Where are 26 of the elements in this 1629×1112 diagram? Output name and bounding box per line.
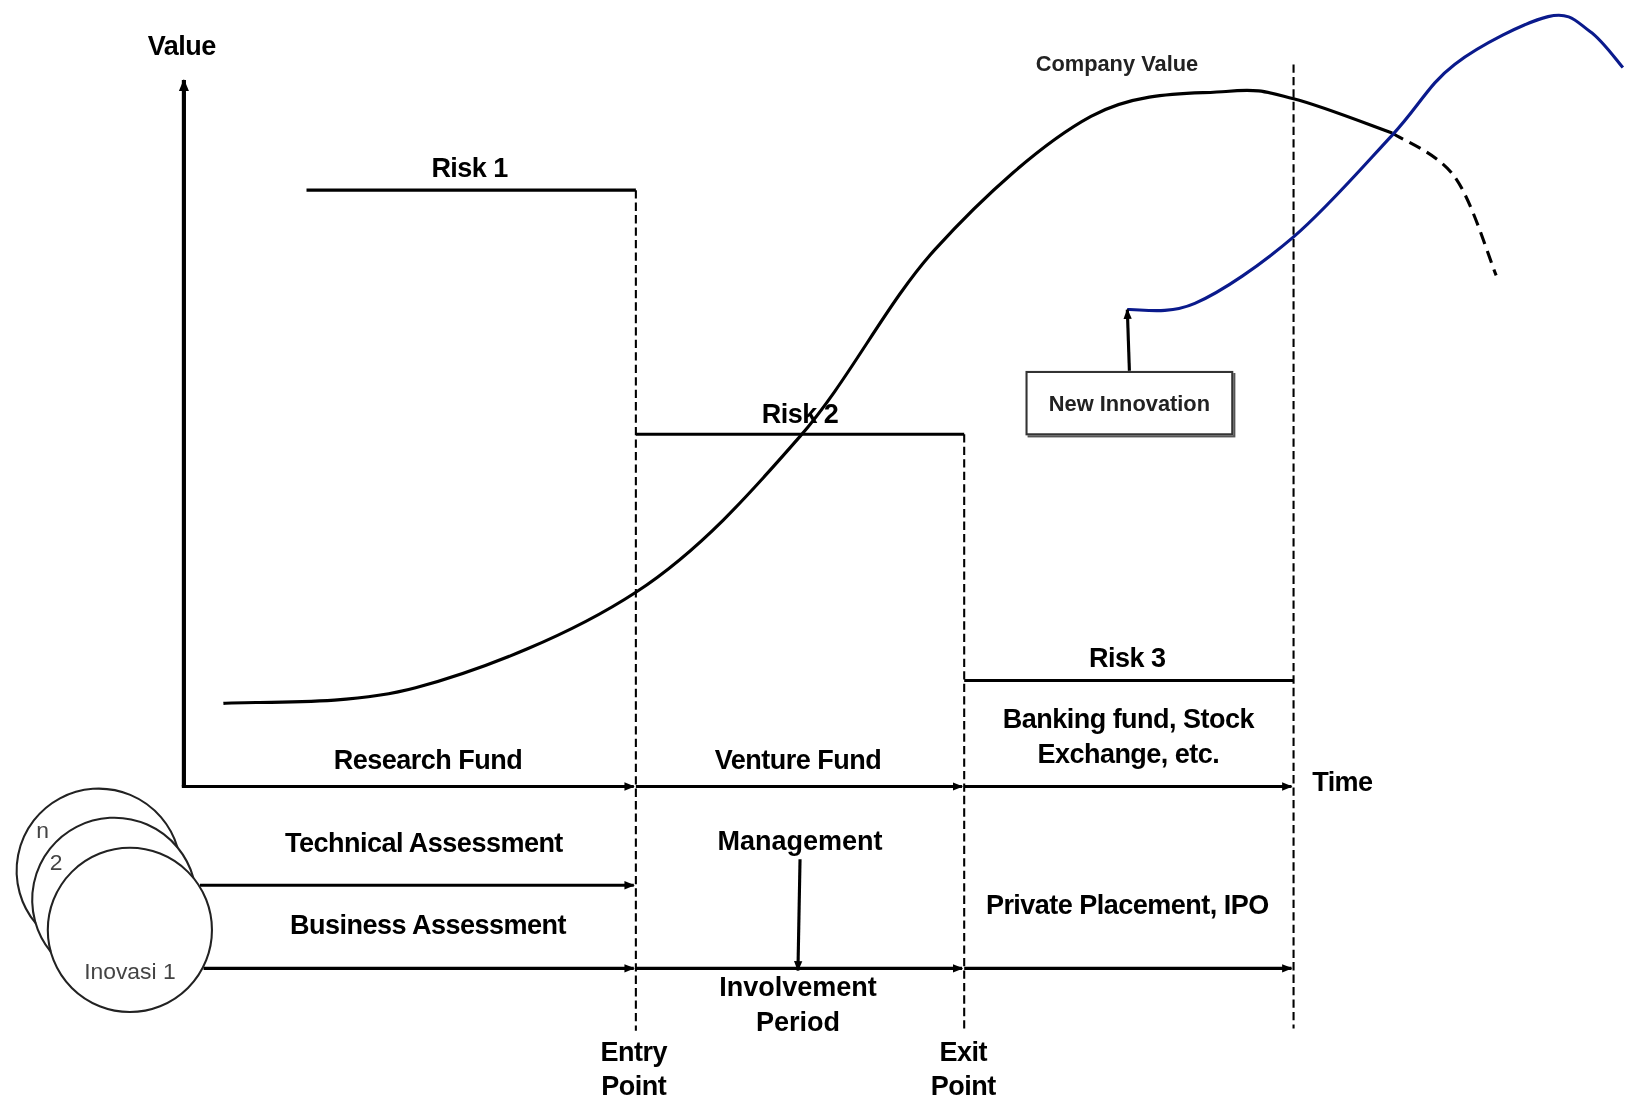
arrow <box>1123 308 1132 371</box>
diagram-label: Entry Point <box>599 1034 669 1104</box>
diagram-label: Value <box>146 29 217 64</box>
diagram-label: Venture Fund <box>713 742 883 778</box>
diagram-label: Risk 2 <box>760 396 840 432</box>
circle-label: Inovasi 1 <box>84 959 176 984</box>
diagram-label: Risk 1 <box>430 150 509 185</box>
diagram-label: Research Fund <box>332 742 524 778</box>
process-box <box>1025 370 1234 436</box>
circle-label: n <box>36 818 50 844</box>
diagram-label: Technical Assessment <box>283 826 564 861</box>
diagram-label: Risk 3 <box>1088 641 1167 676</box>
innovation-circle <box>46 846 213 1014</box>
process-label: Involvement Period <box>694 970 902 1042</box>
process-label: Management <box>696 823 904 860</box>
diagram-label: Private Placement, IPO <box>984 888 1270 923</box>
diagram-label: Business Assessment <box>289 908 568 943</box>
arrow <box>199 881 635 890</box>
circle-label: 2 <box>49 849 63 875</box>
arrow <box>793 859 803 972</box>
diagram-label: Company Value <box>1034 49 1200 77</box>
box-label: New Innovation <box>1048 390 1210 418</box>
diagram-label: Time <box>1311 764 1374 799</box>
diagram-label: Banking fund, Stock Exchange, etc. <box>1001 702 1256 771</box>
arrow <box>203 964 635 973</box>
diagram-label: Exit Point <box>929 1034 997 1104</box>
